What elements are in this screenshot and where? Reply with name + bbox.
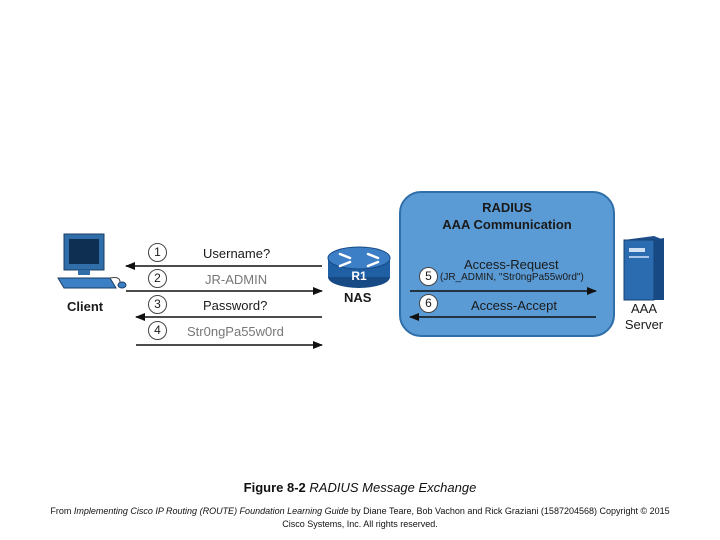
radius-title-line1: RADIUS bbox=[482, 200, 532, 215]
credit-book-title: Implementing Cisco IP Routing (ROUTE) Fo… bbox=[73, 506, 349, 516]
nas-label: NAS bbox=[344, 290, 372, 305]
step-number: 6 bbox=[419, 294, 438, 313]
server-label-line1: AAA bbox=[630, 301, 657, 316]
figure-caption: Figure 8-2 RADIUS Message Exchange bbox=[0, 480, 720, 495]
client-label: Client bbox=[67, 299, 104, 314]
credit-prefix: From bbox=[50, 506, 74, 516]
server-icon bbox=[620, 234, 668, 307]
step-number: 4 bbox=[148, 321, 167, 340]
message-label: Username? bbox=[203, 246, 271, 261]
radius-title-line2: AAA Communication bbox=[442, 217, 572, 232]
server-label-line2: Server bbox=[624, 317, 664, 332]
computer-icon bbox=[56, 232, 128, 303]
router-icon bbox=[326, 244, 392, 295]
message-label: Str0ngPa55w0rd bbox=[187, 324, 284, 339]
figure-number: Figure 8-2 bbox=[243, 480, 306, 495]
message-label: Password? bbox=[203, 298, 268, 313]
message-label: Access-Request bbox=[464, 257, 559, 272]
step-number: 1 bbox=[148, 243, 167, 262]
radius-box-title: RADIUS AAA Communication bbox=[399, 199, 615, 233]
step-number: 2 bbox=[148, 269, 167, 288]
figure-credit: From Implementing Cisco IP Routing (ROUT… bbox=[10, 505, 710, 531]
server-label: AAA Server bbox=[624, 301, 664, 333]
radius-communication-box bbox=[399, 191, 615, 337]
step-number: 5 bbox=[419, 267, 438, 286]
figure-title: RADIUS Message Exchange bbox=[309, 480, 477, 495]
step-number: 3 bbox=[148, 295, 167, 314]
message-label: Access-Accept bbox=[471, 298, 557, 313]
message-sublabel: (JR_ADMIN, "Str0ngPa55w0rd") bbox=[440, 272, 584, 283]
router-label: R1 bbox=[351, 269, 367, 283]
message-label: JR-ADMIN bbox=[205, 272, 268, 287]
credit-line2: Cisco Systems, Inc. All rights reserved. bbox=[282, 519, 438, 529]
credit-suffix: by Diane Teare, Bob Vachon and Rick Graz… bbox=[348, 506, 670, 516]
